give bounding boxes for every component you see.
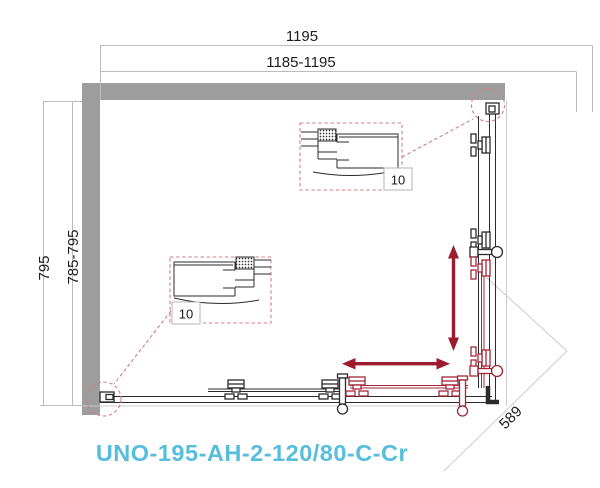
detail-box-bottom [169, 256, 272, 324]
detail-leader-bottom [113, 310, 172, 385]
bottom-rail-assembly [99, 373, 499, 417]
dim-width-range: 1185-1195 [266, 54, 336, 71]
top-wall-profile [82, 83, 505, 100]
wall-profile-section-bottom [173, 256, 272, 305]
corner-bracket [485, 386, 499, 405]
detail-callout-top: 10 [299, 87, 506, 191]
detail-leader-top [401, 118, 474, 158]
end-roller-red [469, 364, 504, 378]
detail-label-bottom: 10 [179, 307, 193, 322]
detail-callout-bottom: 10 [86, 256, 272, 417]
left-dimensions: 795 785-795 [36, 101, 82, 406]
detail-callout-circle-bottom [86, 381, 122, 417]
tray-outline [82, 100, 568, 472]
slide-direction-vertical-arrow [448, 245, 459, 351]
top-dimensions: 1195 1185-1195 [100, 28, 593, 112]
detail-callout-circle-top [470, 87, 506, 123]
slide-direction-horizontal-arrow [342, 358, 450, 370]
dim-entry-diagonal: 589 [496, 403, 526, 433]
dim-depth-overall: 795 [36, 255, 53, 280]
dim-depth-range: 785-795 [65, 229, 82, 284]
roller-door-1 [345, 376, 369, 397]
detail-label-chip-bottom [171, 301, 201, 325]
roller-right-fixed-1 [470, 133, 491, 157]
entry-diagonal-lines [443, 276, 568, 472]
detail-box-top [299, 122, 403, 191]
product-model-title: UNO-195-AH-2-120/80-C-Cr [96, 440, 408, 466]
dim-width-overall: 1195 [286, 28, 318, 45]
door-knob-bottom [456, 375, 469, 417]
left-wall-profile [82, 83, 100, 415]
sliding-door-right [469, 256, 504, 388]
roller-right-door-1 [470, 256, 491, 280]
detail-label-chip-top [383, 167, 413, 191]
detail-label-top: 10 [391, 173, 405, 188]
sliding-door-bottom [345, 375, 469, 417]
wall-profile-section-top [300, 128, 399, 177]
right-rail-assembly [469, 102, 504, 401]
wall-profiles [82, 83, 505, 415]
